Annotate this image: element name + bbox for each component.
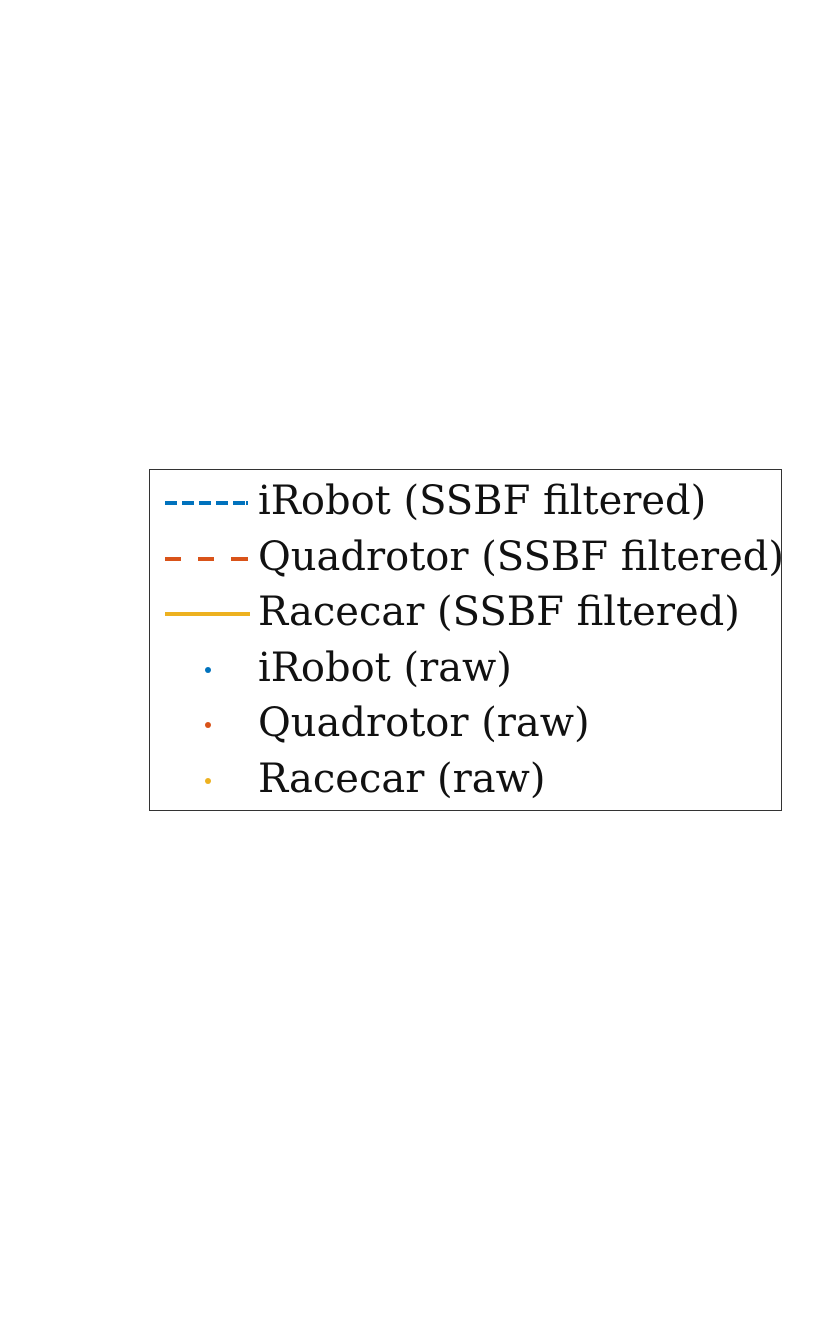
legend-entry: iRobot (SSBF filtered) (150, 473, 780, 528)
legend-entry: Racecar (raw) (150, 751, 780, 806)
legend-dot-marker (205, 722, 211, 728)
legend-symbol-line (165, 556, 250, 561)
legend-symbol-line (165, 501, 250, 505)
legend-label: iRobot (SSBF filtered) (258, 478, 707, 524)
legend-label: Quadrotor (SSBF filtered) (258, 533, 784, 580)
legend-entry: iRobot (raw) (150, 640, 780, 695)
legend-label: iRobot (raw) (258, 644, 512, 691)
legend-entry: Quadrotor (SSBF filtered) (150, 529, 784, 584)
legend-label: Racecar (raw) (258, 755, 546, 802)
legend-label: Quadrotor (raw) (258, 700, 590, 746)
legend-symbol-marker (205, 722, 211, 728)
legend-label: Racecar (SSBF filtered) (258, 589, 740, 635)
legend-symbol-line (165, 612, 250, 616)
chart-legend: iRobot (SSBF filtered) Quadrotor (SSBF fi… (149, 469, 784, 811)
legend-dot-marker (205, 777, 211, 784)
legend-symbol-marker (205, 777, 211, 784)
legend-symbol-marker (205, 666, 211, 673)
legend-entry: Racecar (SSBF filtered) (150, 584, 780, 639)
legend-entry: Quadrotor (raw) (150, 695, 780, 750)
legend-dot-marker (205, 666, 211, 673)
